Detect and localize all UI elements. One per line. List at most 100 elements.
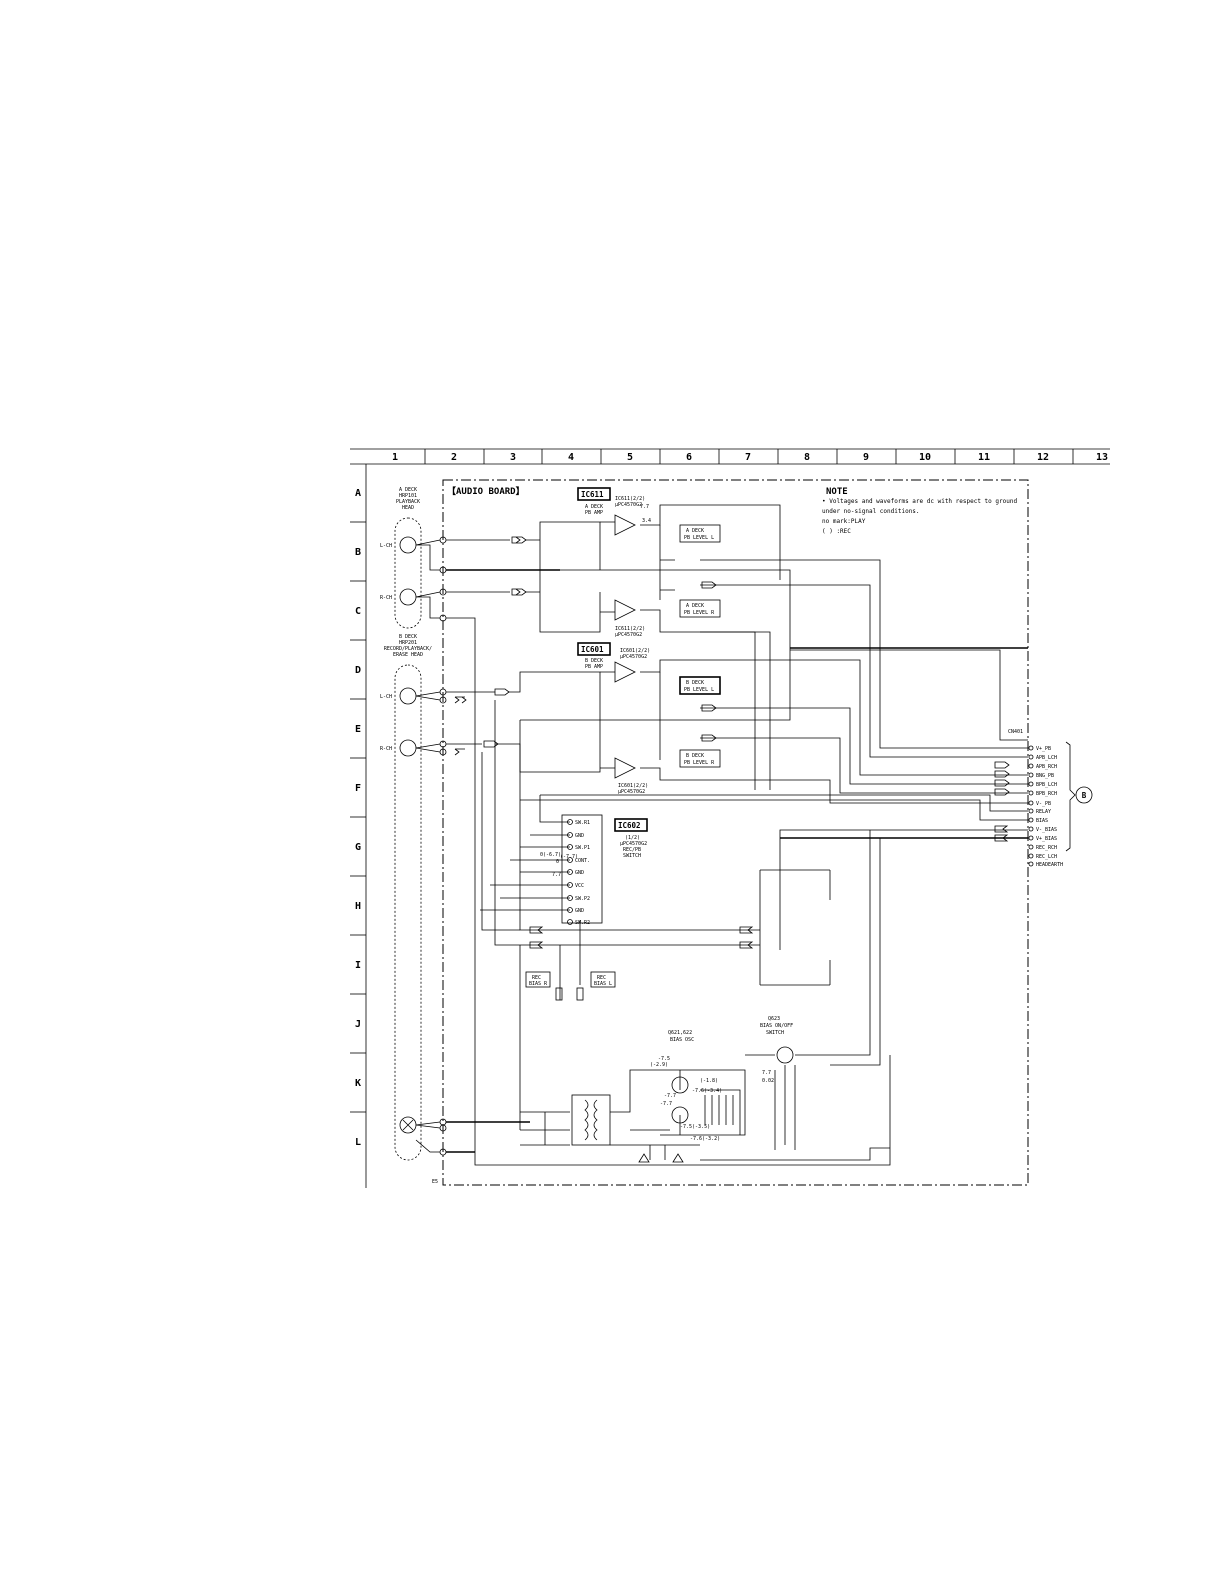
a-head-line-4: HEAD	[402, 505, 414, 511]
voltage-10: (-7.7)	[560, 854, 578, 860]
b-head-lch-label: L-CH	[380, 694, 392, 700]
ic611-desc-1: A DECK	[585, 504, 603, 510]
note-line-3: no mark:PLAY	[822, 518, 866, 525]
col-label-6: 6	[686, 452, 692, 463]
a-pb-level-l-1: A DECK	[686, 528, 704, 534]
cn-pin-14: HEADEARTH	[1036, 862, 1063, 868]
cn-pin-2: APB_LCH	[1036, 755, 1057, 761]
cn-pin-1: V+_PB	[1036, 746, 1051, 752]
ic602-pin-6: VCC	[575, 883, 584, 889]
t621-oscillator-coil	[571, 1094, 611, 1146]
ic602-pin-7: SW.P2	[575, 896, 590, 902]
erase-head-cross	[402, 1119, 414, 1131]
a-head-line-2: HRP101	[399, 493, 417, 499]
ic601-opamp-b	[614, 757, 636, 779]
signal-arrows	[454, 536, 1010, 949]
ic602-pin-8: GND	[575, 908, 584, 914]
safety-warning-icon-2	[672, 1153, 684, 1163]
a-pb-level-l-box	[679, 524, 721, 543]
b-head-rch-label: R-CH	[380, 746, 392, 752]
connector-target: B	[1082, 791, 1087, 800]
a-pb-level-r-1: A DECK	[686, 603, 704, 609]
b-head-line-1: B DECK	[399, 634, 417, 640]
cn-pin-7: V-_PB	[1036, 801, 1051, 807]
a-head-housing	[394, 517, 422, 629]
b-head-line-3: RECORD/PLAYBACK/	[384, 646, 432, 652]
ic602-desc-1: (1/2)	[625, 835, 640, 841]
rec-bias-r-box	[525, 971, 551, 988]
a-head-line-1: A DECK	[399, 487, 417, 493]
board-outline	[442, 479, 1029, 1186]
ic602-pin-9: SW.R2	[575, 920, 590, 926]
row-label-f: F	[355, 783, 361, 794]
safety-warning-icon	[638, 1153, 650, 1163]
voltage-1: 7.7	[640, 504, 649, 510]
a-head-line-3: PLAYBACK	[396, 499, 420, 505]
col-label-5: 5	[627, 452, 633, 463]
ic611-part-bot-2: µPC4570G2	[615, 632, 642, 638]
col-label-11: 11	[978, 452, 990, 463]
ic602-desc-4: SWITCH	[623, 853, 641, 859]
q623-desc-2: SWITCH	[766, 1030, 784, 1036]
b-head-lch-coil	[399, 687, 417, 705]
b-head-housing	[394, 664, 422, 1161]
board-title: 【AUDIO BOARD】	[447, 486, 525, 497]
cn-pin-4: BNG_PB	[1036, 773, 1054, 779]
ic602-body	[561, 814, 603, 924]
cn-pin-12: REC_RCH	[1036, 845, 1057, 851]
voltage-3: (-2.9)	[650, 1062, 668, 1068]
b-pb-level-r-2: PB LEVEL R	[684, 760, 715, 766]
a-head-lch-coil	[399, 536, 417, 554]
ic601-part-bot-2: µPC4570G2	[618, 789, 645, 795]
voltage-16: 0.02	[762, 1078, 774, 1084]
col-label-13: 13	[1096, 452, 1108, 463]
cn-pin-10: V-_BIAS	[1036, 827, 1057, 833]
connector-target-badge	[1075, 786, 1093, 804]
ic601-part-top-1: IC601(2/2)	[620, 648, 650, 654]
col-label-9: 9	[863, 452, 869, 463]
ic611-opamp-a	[614, 514, 636, 536]
grid-frame: 1 2 3 4 5 6 7 8 9 10 11 12 13 A B C D E …	[350, 448, 1110, 1188]
ic602-desc-2: µPC4570G2	[620, 841, 647, 847]
voltage-12: 7.7	[552, 872, 561, 878]
row-label-a: A	[355, 488, 361, 499]
ic602-pin-5: GND	[575, 870, 584, 876]
ic601-opamp-a	[614, 661, 636, 683]
q623-label: Q623	[768, 1016, 780, 1022]
q621-transistor	[671, 1076, 689, 1094]
col-label-2: 2	[451, 452, 457, 463]
ic602-label: IC602	[618, 821, 641, 830]
note-line-4: ( ) :REC	[822, 528, 851, 535]
col-label-4: 4	[568, 452, 574, 463]
ic601-desc-2: PB AMP	[585, 664, 603, 670]
row-label-c: C	[355, 606, 361, 617]
bus-lines	[446, 569, 1028, 1153]
note-line-2: under no-signal conditions.	[822, 508, 920, 515]
row-label-i: I	[355, 960, 361, 971]
wiring	[446, 504, 1028, 1166]
col-label-7: 7	[745, 452, 751, 463]
rec-bias-l-box	[590, 971, 616, 988]
row-label-b: B	[355, 547, 361, 558]
q622-transistor	[671, 1106, 689, 1124]
rec-bias-r-2: BIAS R	[529, 981, 548, 987]
rec-bias-l-trimmer	[576, 987, 584, 1001]
row-label-j: J	[355, 1019, 361, 1030]
b-pb-level-l-box	[679, 676, 721, 695]
t621-winding-a	[584, 1099, 589, 1141]
a-deck-head: A DECK HRP101 PLAYBACK HEAD L-CH R-CH	[380, 487, 422, 629]
b-head-line-2: HRP201	[399, 640, 417, 646]
row-label-d: D	[355, 665, 361, 676]
a-pb-level-r-box	[679, 599, 721, 618]
col-label-8: 8	[804, 452, 810, 463]
connector-cn401: CN401 V+_PB APB_LCH APB_RCH BNG_PB BPB_L…	[1008, 729, 1093, 868]
ic602-pin-2: GND	[575, 833, 584, 839]
ic611-part-top-1: IC611(2/2)	[615, 496, 645, 502]
ic602-pin-4: CONT.	[575, 858, 590, 864]
a-pb-level-r-2: PB LEVEL R	[684, 610, 715, 616]
voltage-11: 0(-6.7)	[540, 852, 561, 858]
voltage-readouts: 7.7 3.4 (-2.9) -7.5 -7.7 (-1.8) -7.6(-3.…	[540, 504, 774, 1142]
cn-pin-5: BPB_LCH	[1036, 782, 1057, 788]
ic601-part-top-2: µPC4570G2	[620, 654, 647, 660]
